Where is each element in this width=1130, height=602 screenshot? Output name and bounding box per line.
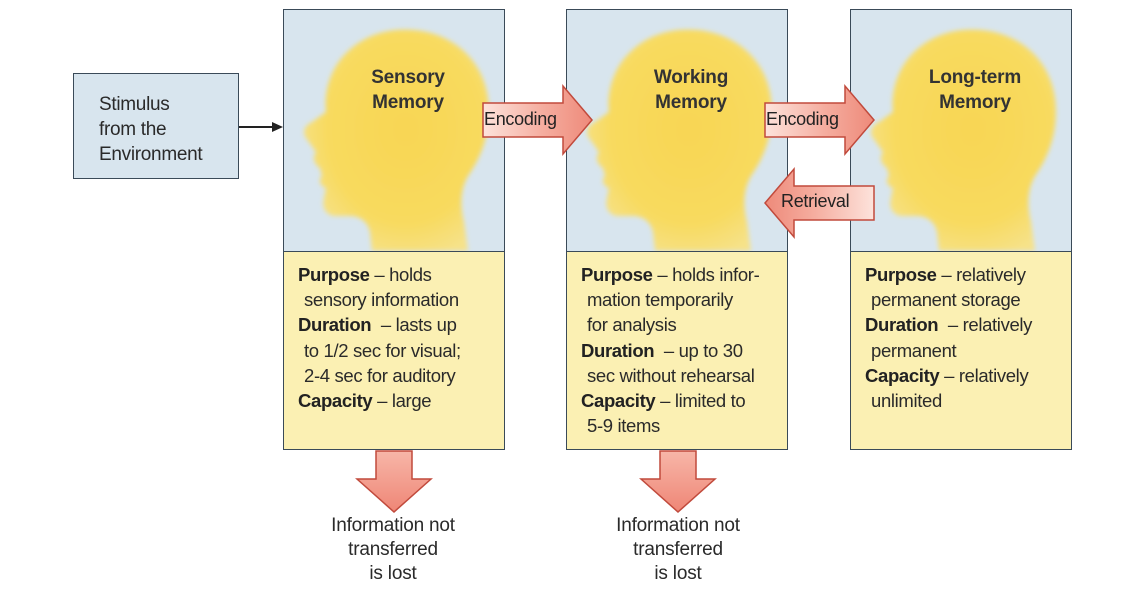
encoding-arrow-1 (482, 83, 593, 157)
long-term-memory-details: Purpose – relatively permanent storage D… (851, 252, 1071, 449)
stimulus-line-3: Environment (99, 144, 203, 165)
duration-line: Duration – lasts up (298, 314, 457, 336)
retrieval-arrow (764, 166, 875, 240)
long-term-memory-panel: Long-term Memory Purpose – relatively pe… (850, 9, 1072, 450)
working-memory-top: Working Memory (567, 10, 787, 252)
lost-label-2: Information not transferred is lost (616, 515, 740, 584)
lost-arrow-2 (639, 450, 717, 514)
stimulus-arrow-head (272, 122, 283, 132)
sensory-memory-panel: Sensory Memory Purpose – holds sensory i… (283, 9, 505, 450)
sensory-memory-top: Sensory Memory (284, 10, 504, 252)
capacity-line: Capacity – relatively (865, 364, 1029, 386)
stimulus-line-2: from the (99, 119, 167, 140)
long-term-memory-top: Long-term Memory (851, 10, 1071, 252)
purpose-line: Purpose – holds (298, 264, 432, 285)
stimulus-line-1: Stimulus (99, 94, 170, 115)
working-memory-title: Working Memory (653, 67, 729, 113)
encoding-label-1: Encoding (484, 109, 557, 129)
sensory-memory-details: Purpose – holds sensory information Dura… (284, 252, 504, 449)
stimulus-box: Stimulus from the Environment (73, 73, 239, 179)
purpose-line: Purpose – holds infor- (581, 264, 760, 285)
encoding-label-2: Encoding (766, 109, 839, 129)
capacity-line: Capacity – limited to (581, 390, 746, 412)
capacity-line: Capacity – large (298, 390, 432, 412)
duration-line: Duration – up to 30 (581, 339, 743, 361)
retrieval-label: Retrieval (781, 191, 850, 211)
duration-line: Duration – relatively (865, 314, 1033, 336)
encoding-arrow-2 (764, 83, 875, 157)
working-memory-details: Purpose – holds infor- mation temporaril… (567, 252, 787, 449)
lost-label-1: Information not transferred is lost (331, 515, 455, 584)
long-term-memory-title: Long-term Memory (928, 67, 1022, 113)
purpose-line: Purpose – relatively (865, 264, 1026, 285)
sensory-memory-title: Sensory Memory (371, 67, 445, 113)
lost-arrow-1 (355, 450, 433, 514)
